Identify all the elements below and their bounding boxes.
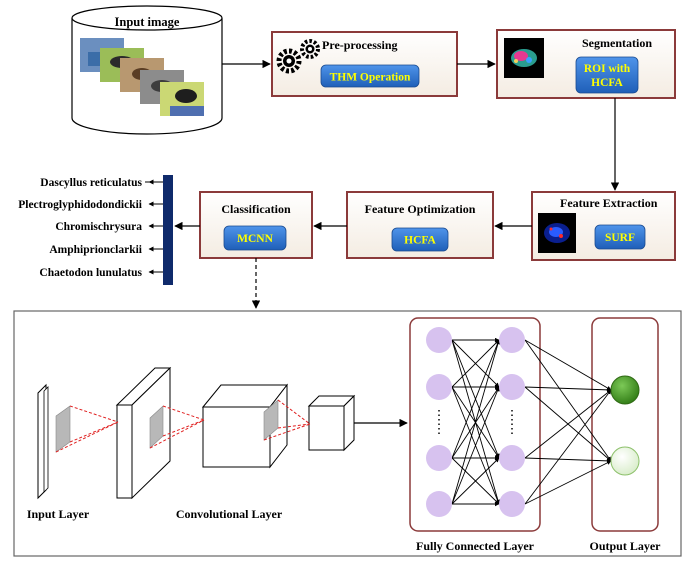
fc-edge — [451, 339, 500, 388]
fc-node — [499, 327, 525, 353]
roi-hcfa-label-line1: ROI with — [584, 63, 631, 75]
output-layer-label: Output Layer — [589, 539, 661, 553]
feature-extraction-title: Feature Extraction — [560, 196, 658, 210]
output-edge — [524, 460, 612, 505]
classification-box: Classification MCNN — [199, 191, 313, 259]
surf-button[interactable]: SURF — [594, 224, 646, 250]
pipeline-arrows — [174, 59, 620, 309]
fc-node — [426, 374, 452, 400]
mcnn-label: MCNN — [237, 233, 273, 245]
class-label-4: Chaetodon lunulatus — [39, 267, 142, 279]
output-edge — [524, 339, 612, 462]
thm-operation-button[interactable]: THM Operation — [320, 64, 420, 88]
roi-hcfa-button[interactable]: ROI with HCFA — [575, 56, 639, 94]
input-image-label: Input image — [115, 15, 180, 29]
hcfa-button[interactable]: HCFA — [391, 227, 449, 252]
output-edge — [524, 389, 612, 505]
feature-extraction-box: Feature Extraction SURF — [531, 191, 676, 261]
preprocessing-title: Pre-processing — [322, 38, 398, 52]
class-label-3: Amphiprionclarkii — [49, 244, 142, 256]
output-edge — [524, 386, 612, 393]
conv-block-3 — [307, 394, 356, 452]
convolution-projection-lines — [55, 399, 311, 453]
fc-nodes — [426, 327, 525, 517]
class-label-1: Plectroglyphidodondickii — [18, 199, 143, 211]
class-label-2: Chromischrysura — [55, 221, 142, 233]
class-label-0: Dascyllus reticulatus — [40, 177, 142, 189]
fc-node — [426, 491, 452, 517]
classification-title: Classification — [221, 202, 291, 216]
mcnn-button[interactable]: MCNN — [223, 225, 287, 251]
output-edge — [524, 457, 612, 464]
fish-photo-stack — [80, 38, 204, 116]
segmentation-title: Segmentation — [582, 36, 652, 50]
output-edge — [524, 339, 612, 391]
fc-node — [499, 445, 525, 471]
segmented-fish-thumbnail — [504, 38, 544, 78]
hcfa-label: HCFA — [404, 235, 436, 247]
fc-node — [499, 374, 525, 400]
roi-hcfa-label-line2: HCFA — [591, 77, 623, 89]
fc-edge — [451, 386, 500, 505]
class-list: Dascyllus reticulatus Plectroglyphidodon… — [18, 177, 163, 279]
segmentation-box: Segmentation ROI with HCFA — [496, 29, 676, 99]
input-image-database: Input image — [71, 5, 223, 135]
fc-node — [499, 491, 525, 517]
feature-optimization-title: Feature Optimization — [365, 202, 476, 216]
conv-block-2 — [201, 383, 289, 469]
output-node-inactive — [610, 446, 640, 476]
fc-edge — [451, 457, 500, 505]
fc-edge — [451, 339, 501, 505]
output-node-active — [610, 375, 640, 405]
output-layer-box — [591, 317, 659, 532]
output-connections — [524, 339, 612, 505]
input-layer-label: Input Layer — [27, 507, 90, 521]
feature-optimization-box: Feature Optimization HCFA — [346, 191, 494, 259]
conv-block-1 — [115, 366, 172, 500]
fc-connections — [451, 337, 501, 507]
fc-node — [426, 327, 452, 353]
class-output-bar — [163, 175, 173, 285]
gears-icon — [276, 39, 320, 74]
fc-layer-label: Fully Connected Layer — [416, 539, 535, 553]
conv-layer-label: Convolutional Layer — [176, 507, 283, 521]
thm-operation-label: THM Operation — [330, 72, 411, 84]
preprocessing-box: Pre-processing THM Operation — [271, 31, 458, 97]
surf-label: SURF — [605, 232, 635, 244]
feature-map-thumbnail — [538, 213, 576, 253]
fc-node — [426, 445, 452, 471]
fc-edge — [451, 339, 500, 459]
output-edge — [524, 389, 612, 459]
input-layer-plane — [37, 383, 71, 500]
